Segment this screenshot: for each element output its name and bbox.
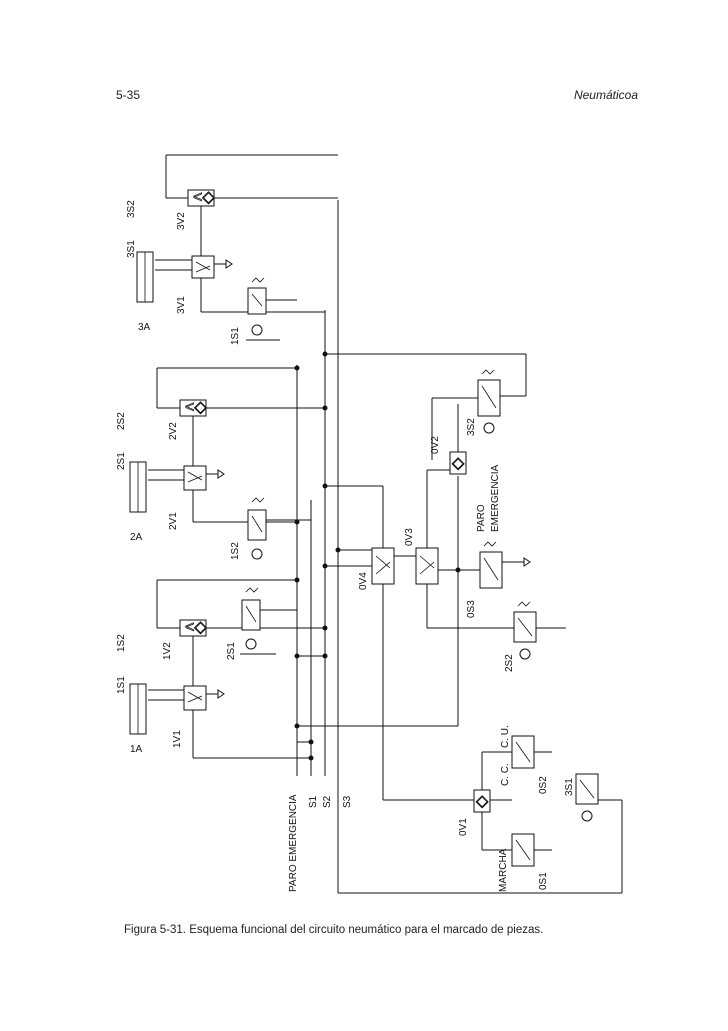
label-0V4: 0V4: [358, 572, 369, 590]
label-1S1-stage1: 1S1: [116, 676, 127, 694]
label-3S1: 3S1: [126, 240, 137, 258]
label-2A: 2A: [130, 532, 143, 543]
label-0V1: 0V1: [458, 818, 469, 836]
stage-2: <◇: [129, 367, 384, 560]
chapter-title: Neumáticoa: [573, 88, 638, 102]
labels-rotated: 3S2 3S1 3V2 3V1 1S1 2S2 2S1 2V2 2V1 1S2 …: [116, 200, 575, 892]
valve-1S2-lever: [247, 509, 267, 541]
label-2S2: 2S2: [116, 412, 127, 430]
figure-caption: Figura 5-31. Esquema funcional del circu…: [124, 924, 544, 936]
junction-dots: [294, 351, 461, 761]
label-cu: C. U.: [500, 725, 511, 748]
valve-0S3: [479, 551, 503, 589]
label-3S1-valve: 3S1: [564, 778, 575, 796]
svg-text:<◇: <◇: [185, 619, 207, 636]
label-3A: 3A: [138, 322, 151, 333]
svg-text:<◇: <◇: [193, 189, 215, 206]
valve-3S1-lever: [247, 287, 267, 315]
valve-0V4: [371, 547, 395, 585]
label-3V2: 3V2: [176, 212, 187, 230]
label-3V1: 3V1: [176, 296, 187, 314]
valve-3S2-emergency: [477, 379, 501, 417]
label-2S2-valve: 2S2: [504, 654, 515, 672]
label-2V2: 2V2: [168, 422, 179, 440]
label-3S2-valve: 3S2: [466, 418, 477, 436]
valve-1V1: [183, 685, 207, 711]
label-emergencia: EMERGENCIA: [490, 464, 501, 532]
label-cc: C. C.: [500, 763, 511, 786]
signal-lines: [296, 200, 623, 894]
control-logic: ◇: [325, 353, 566, 801]
valve-2V1: [183, 465, 207, 491]
svg-text:◇: ◇: [452, 455, 465, 472]
label-0V2: 0V2: [430, 436, 441, 454]
label-paro: PARO: [476, 504, 487, 532]
stage-3: <◇: [136, 154, 338, 341]
page-number: 5-35: [116, 88, 141, 102]
valve-3V1: [191, 255, 215, 279]
svg-text:◇: ◇: [476, 793, 489, 810]
label-1S1: 1S1: [230, 327, 241, 345]
label-1V2: 1V2: [162, 642, 173, 660]
label-S1-line: S1: [308, 795, 319, 808]
label-S3-line: S3: [342, 795, 353, 808]
stage-1: <◇: [129, 579, 458, 759]
label-marcha: MARCHA: [498, 848, 509, 892]
svg-text:<◇: <◇: [185, 399, 207, 416]
label-2S1: 2S1: [116, 452, 127, 470]
label-0S3: 0S3: [466, 600, 477, 618]
valve-0V3: [415, 547, 439, 585]
label-1S2: 1S2: [230, 542, 241, 560]
label-0V3: 0V3: [404, 528, 415, 546]
label-0S2: 0S2: [538, 776, 549, 794]
start-section: ◇: [473, 735, 599, 867]
label-1V1: 1V1: [172, 730, 183, 748]
valve-2S1-lever: [241, 599, 261, 631]
label-1A: 1A: [130, 744, 143, 755]
label-1S2-stage1: 1S2: [116, 634, 127, 652]
label-2S1-valve: 2S1: [226, 642, 237, 660]
label-3S2: 3S2: [126, 200, 137, 218]
label-2V1: 2V1: [168, 512, 179, 530]
labels-horizontal: 3A 2A 1A: [130, 322, 151, 755]
label-0S1: 0S1: [538, 872, 549, 890]
label-paro-emergencia-line: PARO EMERGENCIA: [288, 794, 299, 892]
label-S2-line: S2: [322, 795, 333, 808]
